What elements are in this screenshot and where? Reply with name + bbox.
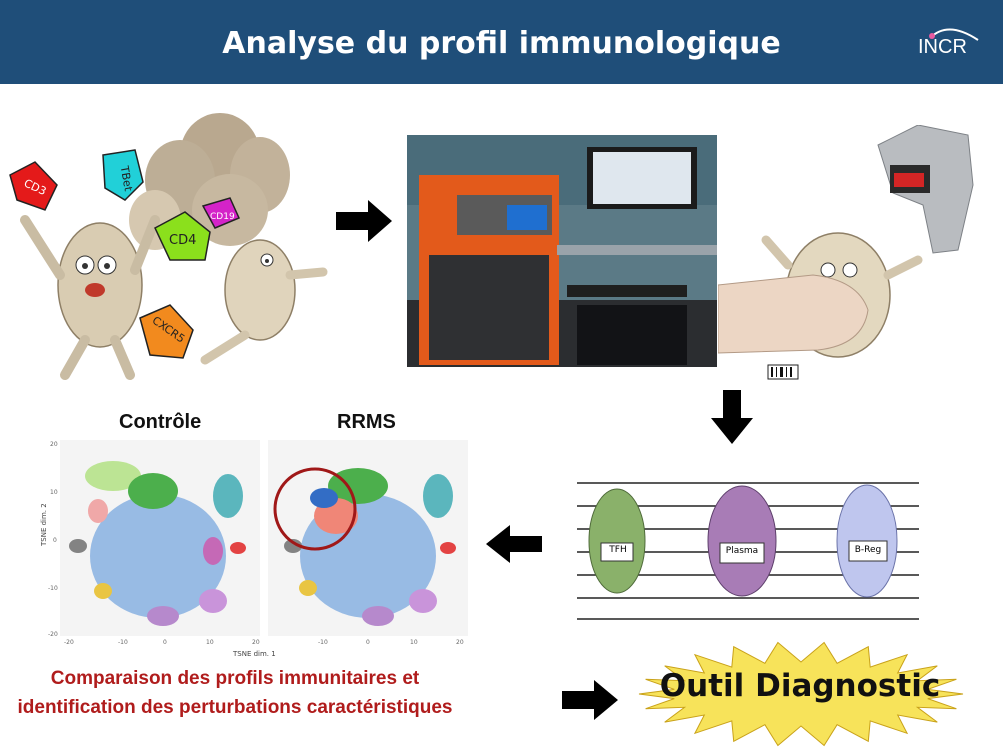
- arrow-down-icon: [711, 390, 753, 444]
- arrow-left-icon: [486, 525, 542, 563]
- xtick: 0: [163, 639, 167, 646]
- arrow-right-icon: [562, 680, 618, 720]
- ytick: 10: [50, 489, 58, 496]
- xtick: -20: [64, 639, 74, 646]
- tsne-plots: TSNE dim. 2 TSNE dim. 1 20 10 0 -10 -20 …: [40, 440, 468, 658]
- xtick: 0: [366, 639, 370, 646]
- ytick: 0: [53, 537, 57, 544]
- highlight-circle: [273, 467, 357, 551]
- tsne-label-rrms: RRMS: [337, 411, 396, 433]
- cartoon-cells-illustration: CD3 TBet CD19 CD4 CXCR5: [9, 113, 328, 380]
- xtick: 10: [410, 639, 418, 646]
- ytick: -20: [48, 631, 58, 638]
- xtick: -10: [118, 639, 128, 646]
- outil-diagnostic-label: Outil Diagnostic: [659, 668, 941, 704]
- xtick: 10: [206, 639, 214, 646]
- ytick: -10: [48, 585, 58, 592]
- xtick: 20: [252, 639, 260, 646]
- arrow-right-icon: [336, 200, 392, 242]
- starburst-shape: [638, 641, 964, 747]
- xtick: -10: [318, 639, 328, 646]
- marker-cd4: CD4: [169, 233, 196, 248]
- caption-line1: Comparaison des profils immunitaires et: [50, 668, 420, 689]
- incr-logo-arc-icon: [929, 28, 979, 41]
- cytometer-photo: [407, 135, 717, 367]
- ytick: 20: [50, 441, 58, 448]
- page-title: Analyse du profil immunologique: [222, 26, 781, 61]
- lineup-breg-label: B-Reg: [854, 545, 882, 555]
- barcode-scanner-illustration: [718, 125, 974, 380]
- xtick: 20: [456, 639, 464, 646]
- marker-cd19: CD19: [210, 212, 235, 222]
- tsne-label-controle: Contrôle: [119, 411, 202, 433]
- header-bar: [0, 0, 1003, 84]
- tsne-xlabel: TSNE dim. 1: [232, 650, 276, 658]
- caption-line2: identification des perturbations caracté…: [17, 697, 453, 718]
- caption: Comparaison des profils immunitaires et …: [0, 664, 470, 722]
- tsne-ylabel: TSNE dim. 2: [40, 503, 48, 547]
- incr-logo-text: INCR: [918, 36, 967, 58]
- marker-tbet: TBet: [117, 164, 134, 193]
- lineup-tfh-label: TFH: [609, 545, 627, 555]
- lineup-illustration: [577, 481, 919, 621]
- lineup-plasma-label: Plasma: [725, 546, 759, 556]
